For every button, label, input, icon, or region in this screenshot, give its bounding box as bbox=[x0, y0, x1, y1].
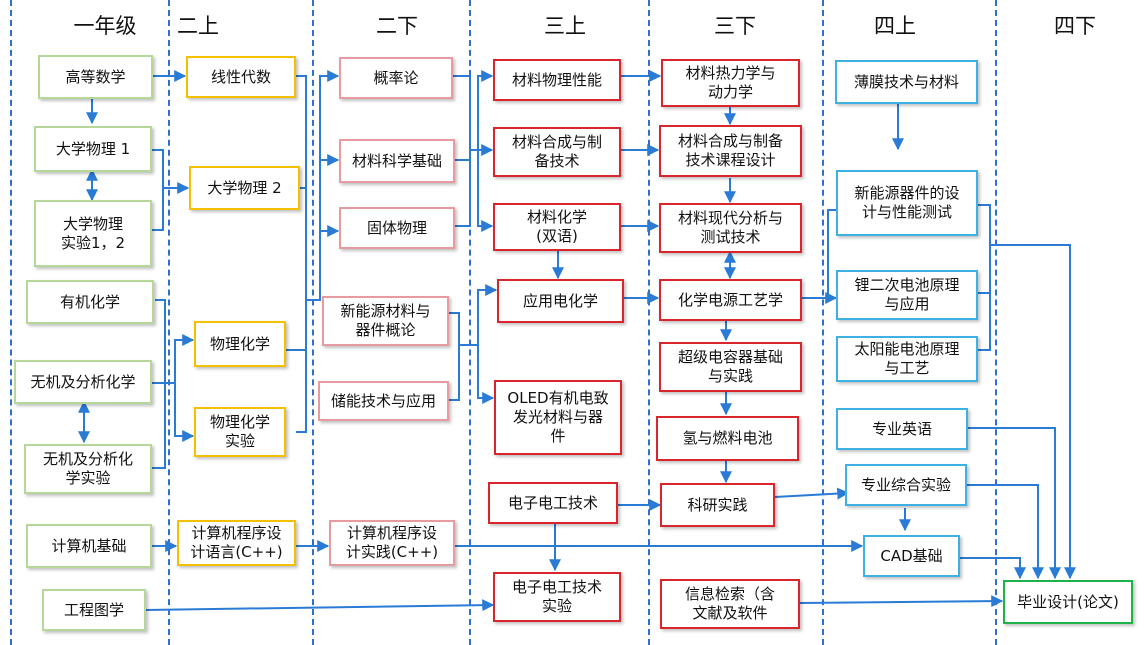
column-divider bbox=[10, 0, 12, 645]
course-physics-lab: 大学物理 实验1，2 bbox=[34, 200, 152, 267]
header-year3-second: 三下 bbox=[714, 14, 756, 38]
edge-integrated-thesis bbox=[965, 484, 1044, 580]
course-cpp-language: 计算机程序设 计语言(C++) bbox=[177, 520, 296, 566]
course-inorganic-chem: 无机及分析化学 bbox=[14, 360, 152, 404]
course-research-practice: 科研实践 bbox=[660, 483, 775, 527]
edge-physics1-physics2 bbox=[152, 149, 190, 194]
column-divider bbox=[648, 0, 650, 645]
course-solar-cell: 太阳能电池原理 与工艺 bbox=[836, 336, 978, 382]
column-divider bbox=[995, 0, 997, 645]
course-electronics: 电子电工技术 bbox=[488, 482, 618, 524]
edge-bus-split2 bbox=[174, 383, 195, 442]
edge-research-integrated bbox=[774, 487, 850, 500]
edge-organic-bus bbox=[155, 299, 166, 383]
course-lithium-battery: 锂二次电池原理 与应用 bbox=[836, 270, 978, 320]
course-professional-english: 专业英语 bbox=[836, 408, 968, 450]
edge-prob-bus bbox=[453, 75, 471, 227]
course-physics-2: 大学物理 2 bbox=[189, 166, 300, 210]
edge-cad-thesis bbox=[960, 557, 1026, 580]
course-cad: CAD基础 bbox=[863, 535, 960, 577]
course-applied-electrochem: 应用电化学 bbox=[497, 279, 624, 323]
course-organic-chem: 有机化学 bbox=[26, 280, 154, 324]
course-thermodynamics: 材料热力学与 动力学 bbox=[661, 59, 800, 107]
course-integrated-experiment: 专业综合实验 bbox=[845, 464, 967, 506]
course-supercapacitor: 超级电容器基础 与实践 bbox=[659, 342, 802, 392]
course-info-retrieval: 信息检索（含 文献及软件 bbox=[660, 579, 800, 629]
course-computer-basics: 计算机基础 bbox=[26, 524, 152, 568]
edge-retrieval-thesis bbox=[799, 595, 1004, 608]
header-year4-first: 四上 bbox=[874, 14, 916, 38]
course-physical-chem: 物理化学 bbox=[194, 321, 286, 367]
course-hydrogen-fuel-cell: 氢与燃料电池 bbox=[656, 416, 799, 461]
edge-2a-bus bbox=[296, 75, 307, 433]
edge-2a-bus-b bbox=[306, 70, 340, 301]
course-physical-chem-lab: 物理化学 实验 bbox=[194, 407, 286, 457]
edge-bus-left bbox=[827, 209, 836, 299]
course-synthesis-tech: 材料合成与制 备技术 bbox=[493, 127, 621, 177]
course-thin-film: 薄膜技术与材料 bbox=[835, 60, 978, 104]
edge-bus-split bbox=[165, 334, 195, 384]
course-inorganic-lab: 无机及分析化 学实验 bbox=[24, 444, 152, 494]
edge-2a-bus-d bbox=[319, 160, 340, 237]
column-divider bbox=[469, 0, 471, 645]
course-physical-properties: 材料物理性能 bbox=[493, 59, 621, 101]
course-physics-1: 大学物理 1 bbox=[34, 126, 152, 172]
course-calculus: 高等数学 bbox=[38, 55, 153, 99]
edge-lab-physics2 bbox=[152, 188, 164, 231]
course-linear-algebra: 线性代数 bbox=[186, 56, 296, 98]
course-energy-storage: 储能技术与应用 bbox=[318, 381, 449, 421]
edge-english-thesis bbox=[968, 427, 1061, 580]
course-engineering-drawing: 工程图学 bbox=[42, 589, 146, 631]
course-electronics-lab: 电子电工技术 实验 bbox=[493, 572, 621, 622]
course-modern-analysis: 材料现代分析与 测试技术 bbox=[659, 203, 802, 253]
course-solid-state-physics: 固体物理 bbox=[339, 207, 455, 249]
edge-4a-thesis bbox=[990, 244, 1076, 580]
course-cpp-practice: 计算机程序设 计实践(C++) bbox=[329, 520, 455, 566]
course-materials-chem: 材料化学 (双语) bbox=[493, 203, 621, 251]
edge-newenergy-bus bbox=[449, 312, 460, 401]
header-year4-second: 四下 bbox=[1054, 14, 1096, 38]
course-synthesis-design: 材料合成与制备 技术课程设计 bbox=[659, 125, 802, 177]
header-year2-second: 二下 bbox=[376, 14, 418, 38]
course-device-design: 新能源器件的设 计与性能测试 bbox=[836, 170, 978, 236]
column-divider bbox=[312, 0, 314, 645]
header-year1: 一年级 bbox=[73, 14, 137, 38]
course-chemical-power: 化学电源工艺学 bbox=[659, 279, 802, 321]
edge-3a-top bbox=[470, 70, 494, 151]
course-probability: 概率论 bbox=[339, 57, 453, 99]
course-oled: OLED有机电致 发光材料与器 件 bbox=[494, 380, 622, 455]
column-divider bbox=[168, 0, 170, 645]
edge-inorganiclab-bus bbox=[152, 383, 166, 469]
column-divider bbox=[822, 0, 824, 645]
edge-ne-electrochem bbox=[477, 284, 498, 345]
edge-3a-chem bbox=[477, 150, 494, 232]
edge-device-bus bbox=[978, 204, 991, 351]
course-materials-science: 材料科学基础 bbox=[339, 139, 455, 183]
course-new-energy-intro: 新能源材料与 器件概论 bbox=[322, 296, 449, 346]
course-thesis: 毕业设计(论文) bbox=[1003, 580, 1133, 624]
header-year2-first: 二上 bbox=[177, 14, 219, 38]
header-year3-first: 三上 bbox=[544, 14, 586, 38]
edge-ne-oled bbox=[477, 345, 495, 404]
edge-drawing-elec-lab bbox=[145, 599, 495, 612]
